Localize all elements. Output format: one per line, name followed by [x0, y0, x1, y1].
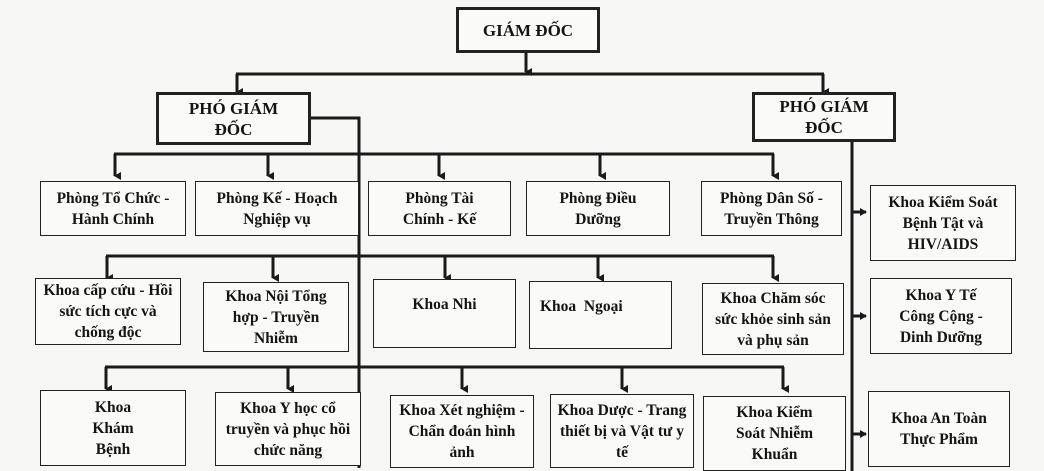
clinical-department-box: Khoa Nội Tổng hợp - Truyền Nhiễm	[203, 282, 349, 352]
department-label: Khoa Y học cổ truyền và phục hồi chức nă…	[225, 399, 351, 459]
clinical-department-box: Khoa Kiểm Soát Nhiễm Khuẩn	[703, 396, 846, 471]
clinical-department-box: Khoa Y học cổ truyền và phục hồi chức nă…	[215, 392, 361, 466]
public-health-department-box: Khoa Y Tế Công Cộng - Dinh Dưỡng	[870, 278, 1012, 354]
office-box: Phòng Dân Số - Truyền Thông	[701, 181, 842, 236]
clinical-department-box: Khoa Nhi	[373, 279, 516, 348]
office-label: Phòng Kế - Hoạch Nghiệp vụ	[216, 189, 338, 228]
deputy-director-left-box: PHÓ GIÁM ĐỐC	[156, 92, 311, 145]
public-health-department-box: Khoa An Toàn Thực Phẩm	[868, 391, 1010, 467]
clinical-department-box: Khoa cấp cứu - Hồi sức tích cực và chống…	[35, 278, 181, 345]
department-label: Khoa Nhi	[412, 296, 477, 313]
office-label: Phòng Điều Dưỡng	[559, 189, 637, 228]
office-label: Phòng Dân Số - Truyền Thông	[720, 189, 823, 228]
office-box: Phòng Kế - Hoạch Nghiệp vụ	[195, 181, 359, 236]
department-label: Khoa Ngoại	[540, 298, 623, 315]
department-label: Khoa Chăm sóc sức khỏe sinh sản và phụ s…	[715, 289, 831, 349]
office-box: Phòng Tài Chính - Kế	[368, 181, 511, 236]
department-label: Khoa Khám Bệnh	[92, 398, 134, 458]
clinical-department-box: Khoa Khám Bệnh	[40, 390, 186, 466]
department-label: Khoa Nội Tổng hợp - Truyền Nhiễm	[225, 287, 327, 347]
department-label: Khoa Y Tế Công Cộng - Dinh Dưỡng	[899, 286, 983, 346]
office-label: Phòng Tài Chính - Kế	[402, 189, 477, 228]
department-label: Khoa Kiểm Soát Bệnh Tật và HIV/AIDS	[888, 193, 998, 253]
office-box: Phòng Tổ Chức - Hành Chính	[40, 181, 186, 236]
office-box: Phòng Điều Dưỡng	[526, 181, 670, 236]
clinical-department-box: Khoa Chăm sóc sức khỏe sinh sản và phụ s…	[702, 283, 844, 355]
director-box: GIÁM ĐỐC	[456, 7, 600, 53]
office-label: Phòng Tổ Chức - Hành Chính	[56, 189, 170, 228]
department-label: Khoa Kiểm Soát Nhiễm Khuẩn	[735, 404, 814, 463]
deputy-director-left-label: PHÓ GIÁM ĐỐC	[188, 98, 279, 139]
department-label: Khoa cấp cứu - Hồi sức tích cực và chống…	[43, 282, 173, 341]
department-label: Khoa Xét nghiệm - Chẩn đoán hình ảnh	[399, 402, 525, 461]
clinical-department-box: Khoa Dược - Trang thiết bị và Vật tư y t…	[550, 394, 694, 468]
department-label: Khoa Dược - Trang thiết bị và Vật tư y t…	[557, 401, 687, 461]
clinical-department-box: Khoa Xét nghiệm - Chẩn đoán hình ảnh	[390, 395, 534, 468]
deputy-director-right-label: PHÓ GIÁM ĐỐC	[779, 97, 869, 137]
department-label: Khoa An Toàn Thực Phẩm	[891, 410, 987, 448]
public-health-department-box: Khoa Kiểm Soát Bệnh Tật và HIV/AIDS	[870, 185, 1016, 261]
director-label: GIÁM ĐỐC	[482, 20, 574, 40]
clinical-department-box: Khoa Ngoại	[529, 281, 672, 349]
deputy-director-right-box: PHÓ GIÁM ĐỐC	[752, 92, 896, 142]
connector-deputy-left-trunk	[310, 116, 361, 468]
